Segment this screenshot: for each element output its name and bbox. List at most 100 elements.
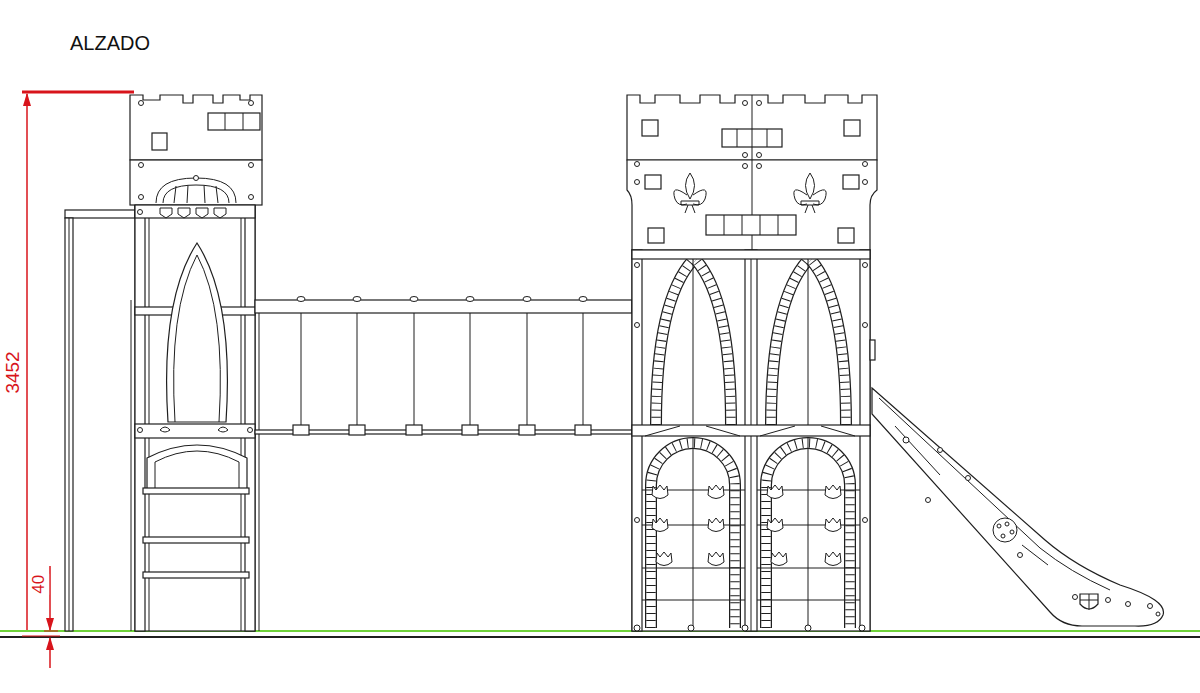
slide-part (1073, 595, 1078, 600)
right-tower-part (627, 95, 877, 160)
drawing-title: ALZADO (70, 32, 150, 54)
right-tower-part (708, 552, 724, 566)
slide-part (1022, 545, 1048, 565)
right-tower-part (825, 552, 841, 566)
left-tower-part (249, 163, 254, 168)
right-tower-part (757, 568, 860, 569)
right-tower-part (870, 340, 875, 360)
right-tower-part (742, 215, 743, 235)
slide-part (903, 437, 909, 443)
left-tower-part (249, 195, 254, 200)
left-tower-part (248, 428, 253, 433)
right-tower-part (771, 552, 787, 566)
right-tower-part (635, 323, 640, 328)
left-tower-part (135, 205, 255, 218)
right-tower-part-part (811, 260, 846, 425)
left-tower-part (135, 205, 145, 631)
slide-part (966, 476, 971, 481)
right-tower-part (632, 250, 642, 631)
right-tower-part-part (811, 260, 846, 425)
right-tower-part (674, 173, 706, 213)
right-tower-part (627, 160, 877, 250)
left-tower-part (152, 133, 167, 150)
right-tower-part (825, 518, 841, 532)
rope-bridge-part (410, 297, 418, 302)
right-tower-part (724, 215, 725, 235)
left-tower-part (138, 210, 143, 215)
left-tower-part (167, 243, 228, 422)
slide-part (1089, 594, 1090, 610)
left-tower-part (249, 101, 254, 106)
right-tower-part (752, 160, 753, 250)
ground-line-part (0, 636, 1200, 638)
rope-bridge-part (527, 313, 528, 425)
left-tower (130, 95, 262, 631)
rope-bridge-part (414, 313, 415, 425)
slide-part (1005, 522, 1009, 526)
slide-part (1001, 534, 1005, 538)
dimension-line-part (26, 94, 28, 630)
right-tower-part (706, 215, 796, 235)
right-tower-part-part (656, 260, 693, 425)
left-tower-part (143, 537, 249, 543)
rope-bridge-part (462, 425, 478, 435)
right-tower-part (635, 180, 640, 185)
dimension-line (22, 92, 134, 668)
right-tower-part-part (771, 260, 808, 425)
right-tower-part (757, 600, 860, 601)
right-tower-part (693, 258, 694, 425)
right-tower-part-part (696, 260, 731, 425)
right-tower-part (632, 425, 870, 436)
right-tower-part (645, 426, 855, 436)
right-tower-part (778, 215, 779, 235)
right-tower-part (642, 568, 745, 569)
rope-bridge-part (297, 297, 305, 302)
left-tower-part (225, 113, 226, 130)
dimension-line-part (49, 638, 51, 668)
rope-bridge-part (357, 313, 358, 425)
right-tower-part (642, 600, 745, 601)
right-tower-part (808, 258, 809, 425)
rope-bridge-part (406, 425, 422, 435)
dimension-line-part (22, 91, 134, 94)
slide-part (1080, 594, 1098, 609)
right-tower-part (652, 518, 668, 532)
right-tower-part-part (656, 260, 693, 425)
side-bar-part (65, 210, 135, 218)
left-tower-part (139, 195, 144, 200)
slide (872, 388, 1163, 626)
right-tower-part (843, 175, 859, 189)
right-tower-part (688, 625, 694, 631)
right-tower-part (757, 101, 762, 106)
left-tower-part (130, 95, 262, 160)
rope-bridge-part (523, 297, 531, 302)
right-tower-part (745, 250, 757, 631)
right-tower-part (863, 180, 868, 185)
right-tower-part (632, 250, 870, 259)
rope-bridge-part (353, 297, 361, 302)
dimension-line-part (44, 631, 58, 632)
right-tower-part (767, 518, 783, 532)
right-tower-part (652, 485, 668, 499)
left-tower-part (174, 186, 176, 203)
right-tower-part (743, 164, 748, 169)
ground-line (0, 631, 1200, 637)
right-tower-part-part (811, 260, 846, 425)
right-tower-part (656, 552, 672, 566)
left-tower-part (245, 205, 255, 631)
right-tower-part (863, 518, 868, 523)
left-tower-part (135, 424, 255, 438)
right-tower-part (825, 485, 841, 499)
right-tower-part (752, 95, 753, 160)
left-tower-part (138, 428, 143, 433)
right-tower-part (635, 162, 640, 167)
right-tower-part (859, 625, 865, 631)
right-tower-part (838, 228, 854, 243)
right-tower-part (743, 101, 748, 106)
right-tower-part (757, 164, 762, 169)
left-tower-part (216, 186, 218, 203)
dimension-line-part (22, 636, 60, 637)
left-tower-part (131, 300, 132, 631)
